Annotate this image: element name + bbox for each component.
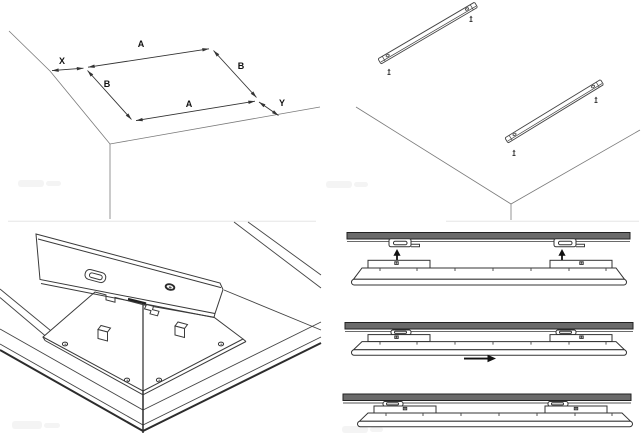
screw-icon [386,68,392,75]
screw-icon [593,96,599,103]
watermark-smudges [12,180,383,433]
panel-corner-bracket-detail [0,221,322,433]
rail-screw-hole [164,283,176,291]
dim-label-b-right: B [238,61,245,71]
panel-side-view [351,334,627,356]
keyhole-slot [84,269,107,284]
ceiling-clip [547,401,569,407]
ceiling-rail-bar [346,232,631,240]
bracket-tab [174,321,189,339]
ceiling-clip [382,401,404,407]
panel-rail-plate [367,334,431,343]
mounting-rail-2 [504,79,605,144]
panel-hang-steps [342,232,634,428]
ceiling-clip [555,329,577,336]
dim-line-offset-y [258,101,279,116]
dim-label-b-left: B [104,79,111,89]
dim-label-a-top: A [138,39,145,49]
mounting-rail-1 [377,1,479,65]
ceiling-rail-bar [344,322,634,330]
dim-line-left-b [87,70,132,120]
frame-edges [0,221,322,433]
panel-side-view [351,259,627,286]
bracket-tab [97,324,112,342]
step-3-locked [342,393,633,428]
panel-rail-plate [367,259,431,269]
panel-side-view [357,405,633,428]
dim-line-bottom-a [135,100,256,122]
dim-label-x: X [59,56,65,66]
step-1-lift [346,232,631,286]
hanger-rail [35,233,224,318]
ceiling-clip [553,238,585,248]
dim-line-right-b [213,50,257,98]
panel-rails-placement [355,1,641,220]
dim-line-offset-x [51,66,84,72]
dim-label-a-bottom: A [186,99,193,109]
surface-edges [8,30,321,219]
dim-line-top-a [87,48,210,68]
bracket-slot [127,297,147,305]
dim-label-y: Y [279,98,285,108]
ceiling-clip [388,238,420,248]
bracket-left-face [42,291,144,392]
step-2-slide [344,322,634,363]
bracket-screw-holes [61,341,225,383]
panel-dimension-layout: X A B B A Y [8,30,321,219]
ceiling-clip [390,329,412,336]
screw-icon [511,149,517,156]
corner-bracket [42,291,247,396]
screw-icon [468,15,474,22]
surface-edges [355,106,641,220]
slide-arrow-icon [464,354,496,363]
hook-tab [143,303,160,317]
dimension-lines [51,48,279,122]
dimension-labels: X A B B A Y [59,39,285,109]
ceiling-rail-bar [342,393,632,401]
